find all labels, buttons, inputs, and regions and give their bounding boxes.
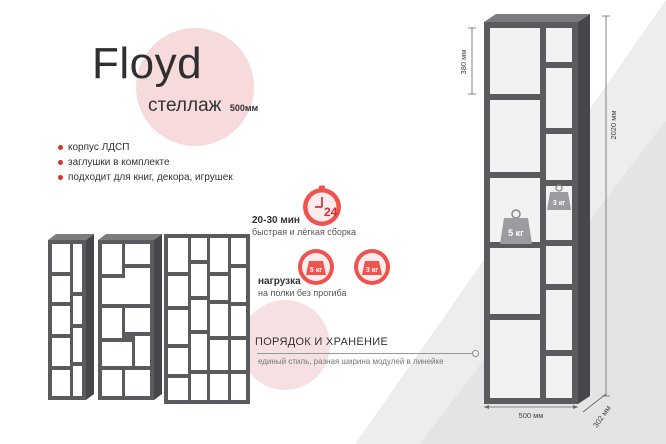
load-info: нагрузка на полки без прогиба (258, 276, 347, 298)
svg-text:5 кг: 5 кг (508, 228, 524, 238)
assembly-time: 20-30 мин (252, 215, 300, 226)
shelf-unit-narrow (48, 234, 94, 400)
feature-item: корпус ЛДСП (58, 140, 233, 155)
svg-text:500 мм: 500 мм (519, 411, 544, 420)
dimension-height: 2020 мм (602, 15, 618, 397)
shelf-weight-5kg-icon: 5 кг (500, 209, 532, 244)
svg-text:24: 24 (324, 205, 338, 219)
dimension-width: 500 мм (484, 405, 578, 420)
product-type: стеллаж (148, 95, 222, 116)
dimension-cell-height: 380 мм (459, 27, 476, 95)
section-description: единый стиль, разная ширина модулей в ли… (258, 357, 444, 366)
assembly-info: 20-30 мин быстрая и лёгкая сборка (252, 215, 356, 237)
bullet-icon (58, 145, 63, 150)
shelf-unit-wide (164, 234, 250, 404)
product-subtitle: стеллаж 500мм (148, 95, 258, 117)
divider-dot-icon (472, 350, 479, 357)
svg-text:3 кг: 3 кг (366, 267, 378, 274)
svg-text:3 кг: 3 кг (553, 200, 565, 207)
weight-3kg-icon: 3 кг (354, 249, 390, 285)
load-note: на полки без прогиба (258, 288, 347, 298)
feature-list: корпус ЛДСП заглушки в комплекте подходи… (58, 140, 233, 185)
product-title: Floyd (92, 39, 203, 88)
shelf-lineup (48, 234, 250, 404)
feature-item: заглушки в комплекте (58, 155, 233, 170)
weight-5kg-icon: 5 кг (298, 249, 334, 285)
feature-item: подходит для книг, декора, игрушек (58, 170, 233, 185)
decor-circle-small (240, 300, 330, 390)
product-size: 500мм (229, 103, 259, 113)
dimension-depth: 302 мм (582, 393, 613, 430)
svg-text:380 мм: 380 мм (459, 50, 468, 75)
svg-text:2020 мм: 2020 мм (609, 110, 618, 139)
section-title: ПОРЯДОК И ХРАНЕНИЕ (255, 336, 389, 348)
shelf-unit-medium (98, 234, 162, 400)
load-title: нагрузка (258, 276, 301, 287)
divider (257, 353, 477, 354)
assembly-note: быстрая и лёгкая сборка (252, 227, 357, 237)
timer-icon: 24 (303, 185, 341, 226)
bullet-icon (58, 175, 63, 180)
shelf-weight-3kg-icon: 3 кг (547, 184, 571, 210)
bullet-icon (58, 160, 63, 165)
svg-text:302 мм: 302 мм (591, 404, 613, 430)
svg-text:5 кг: 5 кг (310, 267, 322, 274)
shelf-main: 5 кг 3 кг (484, 14, 590, 404)
decor-circle (136, 28, 254, 146)
